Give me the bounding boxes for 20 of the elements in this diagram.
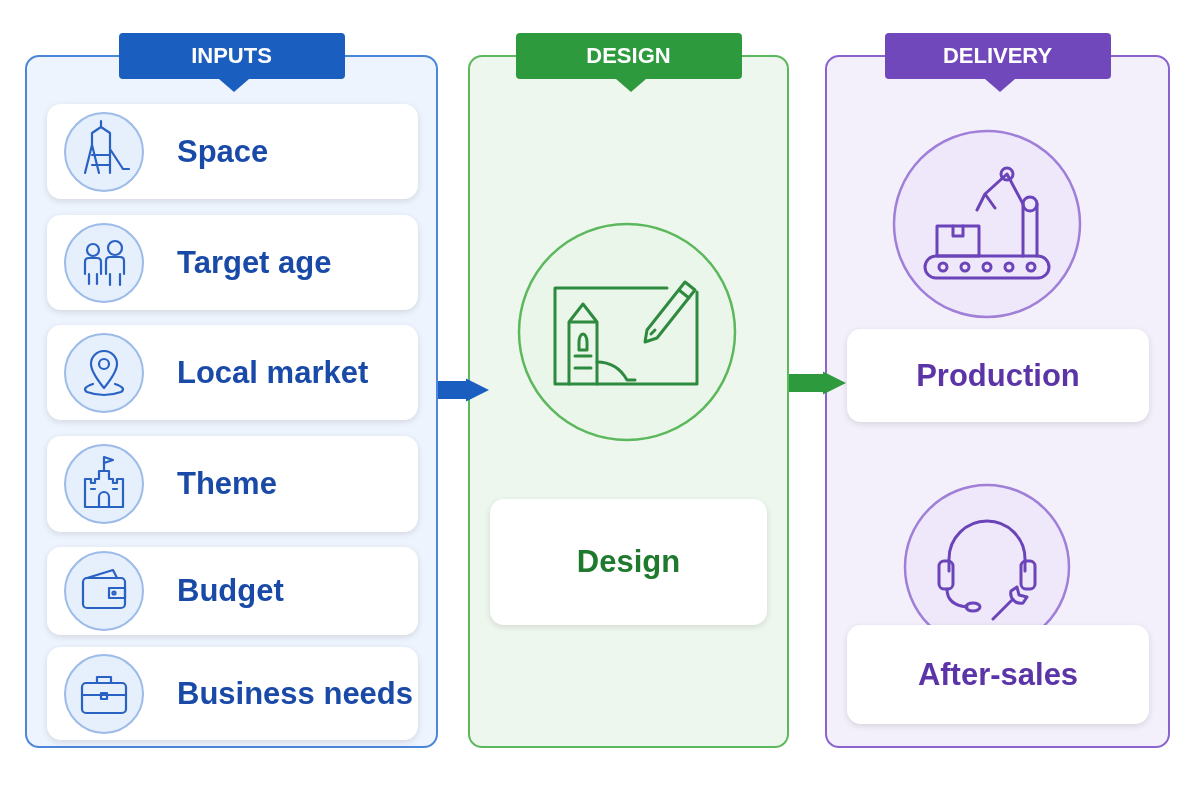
item-label: Local market	[177, 354, 369, 391]
item-label: Target age	[177, 244, 332, 281]
item-label: Theme	[177, 466, 277, 502]
item-card	[847, 329, 1149, 422]
item-card	[47, 436, 418, 532]
item-card	[47, 547, 418, 635]
item-label: Space	[177, 133, 269, 170]
item-label: Budget	[177, 573, 284, 609]
item-label: Business needs	[177, 675, 414, 712]
item-card	[847, 625, 1149, 724]
item-label: Production	[916, 357, 1080, 394]
item-label: After-sales	[917, 656, 1079, 693]
item-card	[47, 647, 418, 740]
item-card	[47, 104, 418, 199]
item-card	[47, 215, 418, 310]
flow-arrow	[789, 371, 847, 395]
flow-arrow	[438, 378, 490, 402]
item-card	[490, 499, 767, 625]
item-label: Design	[576, 544, 681, 580]
item-card	[47, 325, 418, 420]
